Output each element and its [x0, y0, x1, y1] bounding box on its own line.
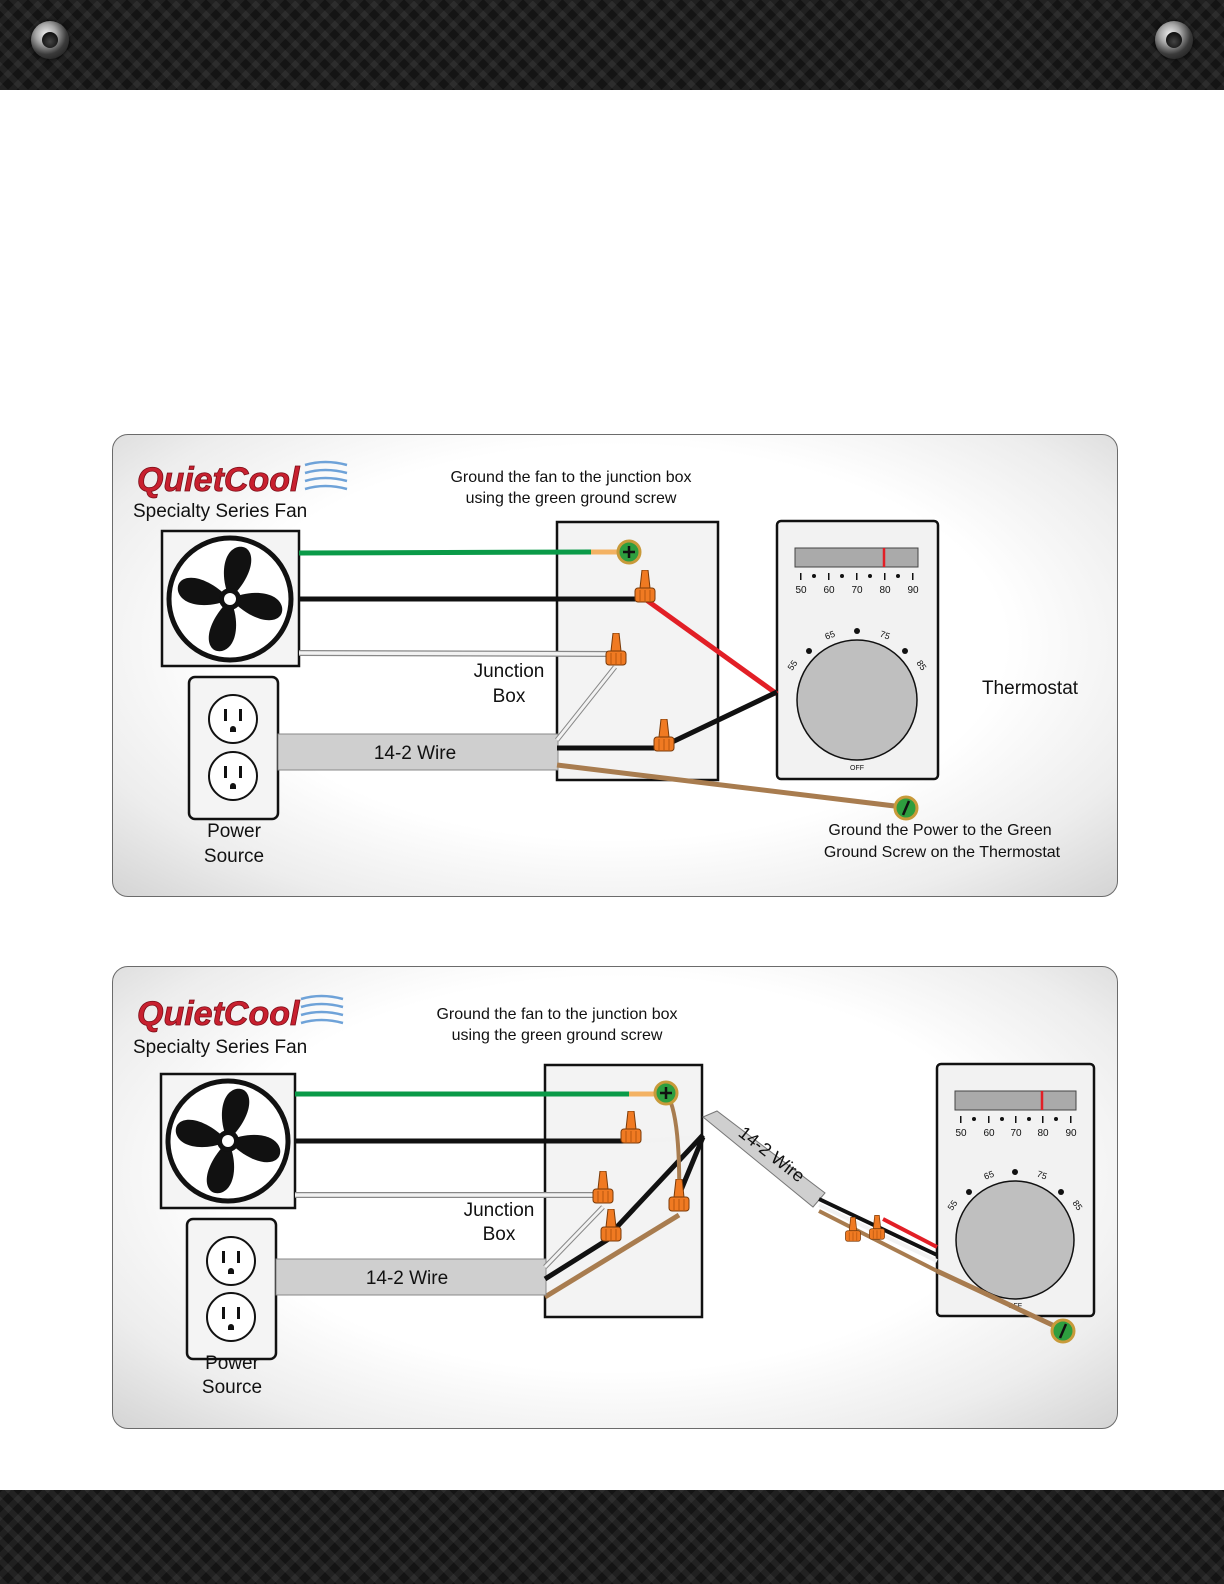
fan-icon — [159, 1072, 297, 1210]
scale-tick: 80 — [1037, 1128, 1049, 1139]
logo-text: QuietCool — [137, 461, 301, 499]
scale-tick: 60 — [983, 1128, 995, 1139]
wire-label: 14-2 Wire — [366, 1268, 448, 1289]
wire-label-angled: 14-2 Wire — [735, 1122, 809, 1186]
ground-note: Ground the fan to the junction box — [436, 1006, 677, 1023]
logo-text: QuietCool — [137, 995, 301, 1033]
thermostat: 50 60 70 80 90 55 65 75 85 OFF — [935, 1062, 1096, 1318]
dial-mark: 75 — [1036, 1169, 1049, 1182]
scale-tick: 90 — [1065, 1128, 1077, 1139]
thermostat: 50 60 70 80 90 55 65 75 85 OFF — [775, 519, 940, 781]
power-source-label: Power — [207, 821, 262, 842]
outlet-icon — [187, 675, 280, 821]
product-label: Specialty Series Fan — [133, 1037, 307, 1058]
ground-note: using the green ground screw — [466, 490, 677, 507]
off-label: OFF — [850, 765, 864, 772]
dial-mark: 55 — [786, 658, 800, 672]
ground-wire — [298, 549, 592, 556]
dial-icon — [796, 639, 918, 761]
product-label: Specialty Series Fan — [133, 501, 307, 522]
quietcool-logo: QuietCool — [137, 995, 344, 1033]
dial-mark: 85 — [914, 658, 928, 672]
ground-power-note: Ground Screw on the Thermostat — [824, 844, 1061, 861]
dial-mark: 75 — [879, 629, 892, 642]
power-source-label: Power — [205, 1353, 260, 1374]
wire-label: 14-2 Wire — [374, 743, 456, 764]
ground-power-note: Ground the Power to the Green — [828, 822, 1051, 839]
dial-mark: 55 — [946, 1198, 960, 1212]
scale-tick: 90 — [907, 585, 919, 596]
thermostat-label: Thermostat — [982, 678, 1079, 699]
red-wire — [643, 596, 779, 697]
quietcool-logo: QuietCool — [137, 461, 348, 499]
bare-ground-wire — [556, 762, 904, 810]
junction-box-label: Junction — [474, 661, 545, 682]
scale-tick: 50 — [955, 1128, 967, 1139]
scale-tick: 60 — [823, 585, 835, 596]
ground-note: Ground the fan to the junction box — [450, 469, 691, 486]
scale-tick: 50 — [795, 585, 807, 596]
dial-mark: 65 — [983, 1169, 996, 1182]
power-source-label: Source — [202, 1377, 262, 1398]
power-source-label: Source — [204, 846, 264, 867]
junction-box-label: Junction — [464, 1200, 535, 1221]
rivet-icon — [31, 21, 69, 59]
junction-box-label: Box — [493, 686, 526, 707]
fan-icon — [160, 529, 301, 668]
dial-mark: 85 — [1070, 1198, 1084, 1212]
dial-mark: 65 — [824, 629, 837, 642]
wiring-diagram-remote-thermostat: QuietCool Specialty Series Fan — [112, 966, 1118, 1429]
scale-tick: 80 — [879, 585, 891, 596]
dial-icon — [955, 1180, 1075, 1300]
junction-box-label: Box — [483, 1224, 516, 1245]
wiring-diagram-thermostat: QuietCool Specialty Series Fan — [112, 434, 1118, 897]
cable-14-2 — [277, 733, 559, 771]
rivet-icon — [1155, 21, 1193, 59]
scale-tick: 70 — [851, 585, 863, 596]
outlet-icon — [185, 1217, 278, 1361]
cable-14-2 — [275, 1258, 547, 1296]
bare-ground-wire — [543, 1212, 681, 1300]
header-band — [0, 0, 1224, 90]
scale-tick: 70 — [1010, 1128, 1022, 1139]
ground-note: using the green ground screw — [452, 1027, 663, 1044]
footer-band — [0, 1490, 1224, 1584]
